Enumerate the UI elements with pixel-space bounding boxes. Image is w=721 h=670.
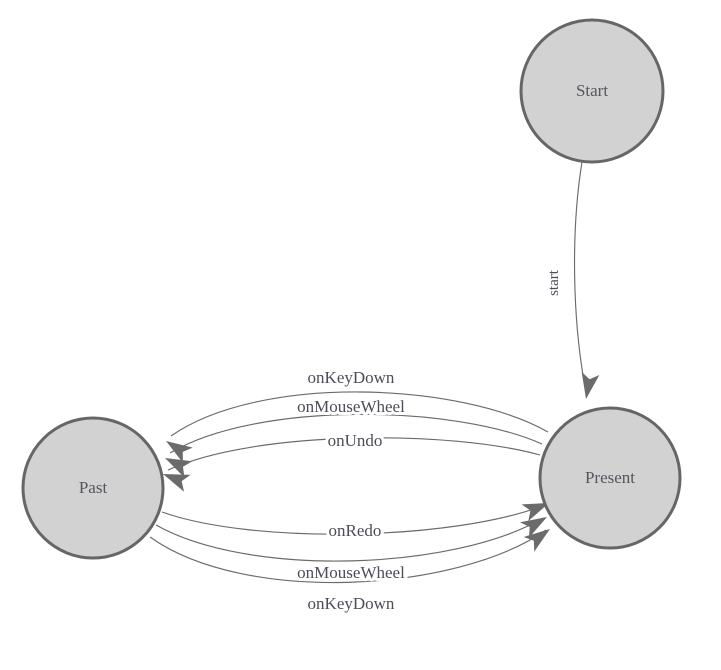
node-label-present: Present: [585, 468, 635, 487]
node-present[interactable]: Present: [538, 406, 682, 550]
edge-start-to-present: [573, 161, 587, 393]
edge-label-halo-past-to-present-mousewheel: onMouseWheel: [297, 563, 405, 582]
edge-label-start-to-present: start: [546, 269, 562, 296]
node-circle-start[interactable]: [519, 18, 665, 164]
edge-past-to-present-keydown: [149, 529, 547, 584]
node-label-past: Past: [79, 478, 108, 497]
node-past[interactable]: Past: [21, 416, 165, 560]
node-circle-past[interactable]: [21, 416, 165, 560]
edge-label-halo-past-to-present-redo: onRedo: [329, 521, 382, 540]
edge-label-present-to-past-keydown: onKeyDown: [308, 368, 395, 387]
edge-labels-layer: startstartonKeyDownonKeyDownonMouseWheel…: [294, 266, 565, 616]
arrow-into-past-keydown: [166, 441, 193, 463]
arrowheads-layer: [163, 371, 600, 552]
arrow-into-past-mousewheel: [165, 458, 193, 478]
edge-label-past-to-present-keydown: onKeyDown: [308, 594, 395, 613]
edge-label-past-to-present-redo: onRedo: [329, 521, 382, 540]
edge-label-halo-present-to-past-undo: onUndo: [328, 431, 383, 450]
arrow-into-past-undo: [163, 474, 191, 492]
arrow-into-present-start: [581, 371, 600, 399]
node-label-start: Start: [576, 81, 608, 100]
edges-layer: [149, 161, 587, 584]
edge-label-halo-present-to-past-mousewheel: onMouseWheel: [297, 397, 405, 416]
edge-label-halo-past-to-present-keydown: onKeyDown: [308, 594, 395, 613]
arrow-into-present-redo: [521, 503, 549, 522]
edge-present-to-past-undo: [167, 437, 541, 471]
edge-present-to-past-mousewheel: [169, 413, 543, 454]
arrow-into-present-keydown: [523, 529, 550, 552]
edge-label-present-to-past-mousewheel: onMouseWheel: [297, 397, 405, 416]
edge-label-present-to-past-undo: onUndo: [328, 431, 383, 450]
edge-past-to-present-redo: [161, 504, 546, 535]
edge-label-halo-start-to-present: start: [546, 269, 562, 296]
edge-label-halo-present-to-past-keydown: onKeyDown: [308, 368, 395, 387]
arrow-into-present-mousewheel: [519, 517, 547, 538]
edge-past-to-present-mousewheel: [155, 517, 544, 562]
edge-label-past-to-present-mousewheel: onMouseWheel: [297, 563, 405, 582]
edge-present-to-past-keydown: [170, 391, 549, 437]
node-start[interactable]: Start: [519, 18, 665, 164]
node-circle-present[interactable]: [538, 406, 682, 550]
